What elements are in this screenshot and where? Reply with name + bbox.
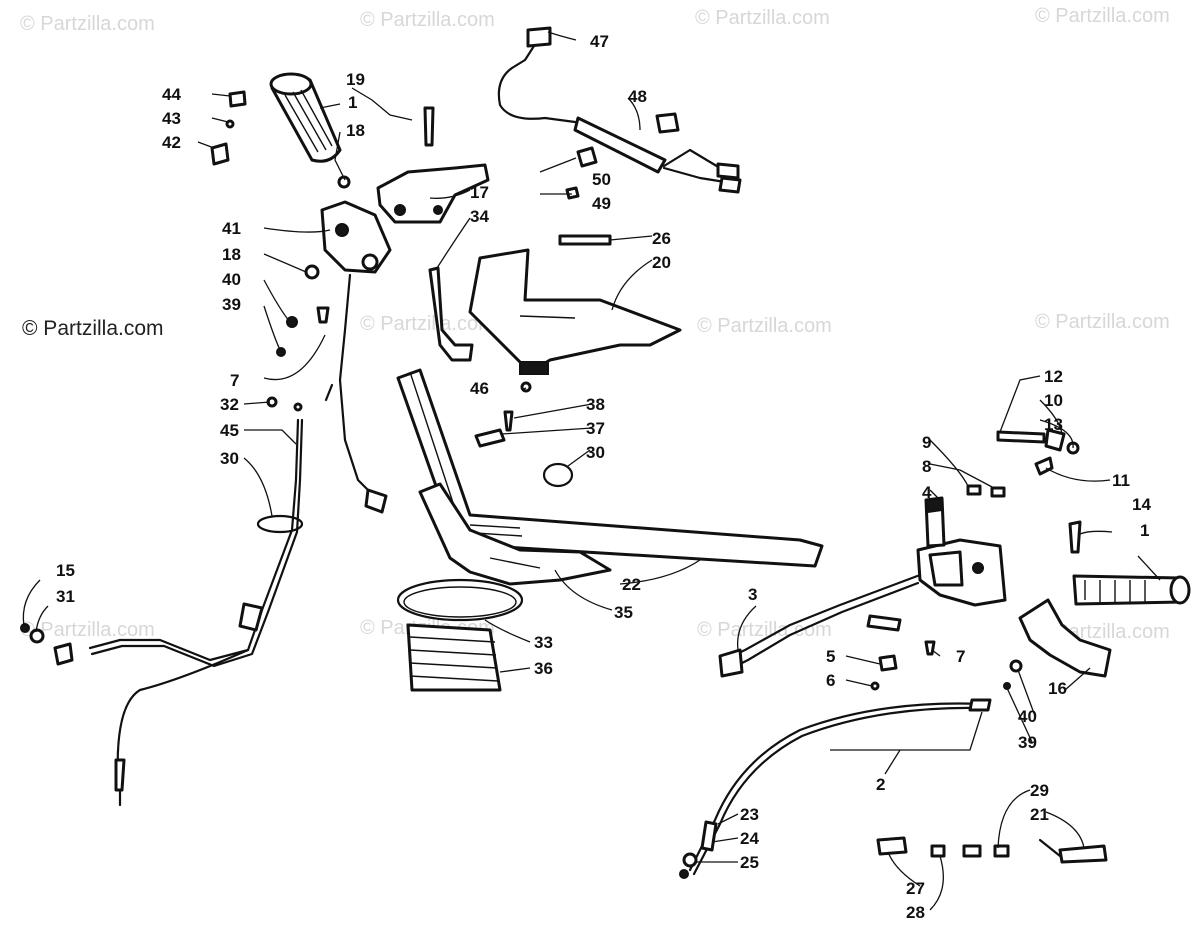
- callout-40: 40: [222, 270, 241, 289]
- callout-45: 45: [220, 421, 239, 440]
- right-cable-assembly: [718, 573, 922, 678]
- callout-39: 39: [222, 295, 241, 314]
- screw: [565, 186, 580, 200]
- callout-31: 31: [56, 587, 75, 606]
- right-grip: [1072, 574, 1191, 606]
- left-control-housing: [320, 200, 392, 274]
- callout-47: 47: [590, 32, 609, 51]
- callout-5: 5: [826, 647, 835, 666]
- bolt: [1068, 520, 1082, 554]
- leader-lines: [22, 31, 1161, 911]
- watermark: © Partzilla.com: [20, 13, 155, 35]
- callout-1: 1: [348, 93, 357, 112]
- partzilla-credit: © Partzilla.com: [22, 317, 164, 340]
- right-control-housing: [916, 496, 1007, 607]
- callout-41: 41: [222, 219, 241, 238]
- callout-34: 34: [470, 207, 489, 226]
- callout-23: 23: [740, 805, 759, 824]
- callout-32: 32: [220, 395, 239, 414]
- callout-24: 24: [740, 829, 759, 848]
- center-hardware: [474, 381, 574, 488]
- callout-10: 10: [1044, 391, 1063, 410]
- callout-36: 36: [534, 659, 553, 678]
- callout-38: 38: [586, 395, 605, 414]
- watermark: © Partzilla.com: [20, 619, 155, 641]
- callout-37: 37: [586, 419, 605, 438]
- callout-27: 27: [906, 879, 925, 898]
- handlebar-pad: [468, 234, 682, 375]
- callout-44: 44: [162, 85, 181, 104]
- watermark: © Partzilla.com: [697, 315, 832, 337]
- callout-19: 19: [346, 70, 365, 89]
- clip: [576, 146, 598, 168]
- watermark: © Partzilla.com: [1035, 5, 1170, 27]
- harness-bracket: [428, 266, 474, 362]
- callout-18: 18: [222, 245, 241, 264]
- callout-labels: 47 48 19 1 18 44 43 42 50 49 17 34 41 18…: [56, 32, 1151, 922]
- callout-29: 29: [1030, 781, 1049, 800]
- callout-7: 7: [956, 647, 965, 666]
- callout-3: 3: [748, 585, 757, 604]
- callout-4: 4: [922, 483, 932, 502]
- callout-14: 14: [1132, 495, 1151, 514]
- callout-35: 35: [614, 603, 633, 622]
- bolt: [423, 106, 435, 147]
- throttle-lever: [1018, 598, 1112, 678]
- callout-46: 46: [470, 379, 489, 398]
- callout-26: 26: [652, 229, 671, 248]
- callout-30: 30: [220, 449, 239, 468]
- callout-28: 28: [906, 903, 925, 922]
- watermark: © Partzilla.com: [1035, 311, 1170, 333]
- callout-22: 22: [622, 575, 641, 594]
- left-grip: [269, 72, 342, 163]
- switch-harness: [497, 26, 742, 194]
- callout-2: 2: [876, 775, 885, 794]
- callout-8: 8: [922, 457, 931, 476]
- brake-lever: [376, 163, 490, 224]
- callout-49: 49: [592, 194, 611, 213]
- switch-kit: [876, 836, 1108, 864]
- watermark: © Partzilla.com: [697, 619, 832, 641]
- callout-6: 6: [826, 671, 835, 690]
- callout-16: 16: [1048, 679, 1067, 698]
- watermark: © Partzilla.com: [695, 7, 830, 29]
- watermark: © Partzilla.com: [360, 313, 495, 335]
- right-small-hardware: [870, 428, 1080, 691]
- callout-42: 42: [162, 133, 181, 152]
- left-cable-assembly: [20, 273, 388, 807]
- callout-50: 50: [592, 170, 611, 189]
- callout-33: 33: [534, 633, 553, 652]
- callout-40: 40: [1018, 707, 1037, 726]
- callout-18: 18: [346, 121, 365, 140]
- callout-30: 30: [586, 443, 605, 462]
- strap-and-pad: [396, 578, 524, 692]
- callout-12: 12: [1044, 367, 1063, 386]
- callout-43: 43: [162, 109, 181, 128]
- callout-21: 21: [1030, 805, 1049, 824]
- callout-11: 11: [1112, 471, 1130, 490]
- callout-25: 25: [740, 853, 759, 872]
- callout-48: 48: [628, 87, 647, 106]
- callout-13: 13: [1044, 415, 1063, 434]
- callout-17: 17: [470, 183, 489, 202]
- watermark: © Partzilla.com: [360, 9, 495, 31]
- callout-20: 20: [652, 253, 671, 272]
- mount-bracket: [418, 482, 612, 586]
- callout-7: 7: [230, 371, 239, 390]
- callout-15: 15: [56, 561, 75, 580]
- callout-39: 39: [1018, 733, 1037, 752]
- callout-1: 1: [1140, 521, 1149, 540]
- callout-9: 9: [922, 433, 931, 452]
- throttle-cable: [679, 698, 992, 879]
